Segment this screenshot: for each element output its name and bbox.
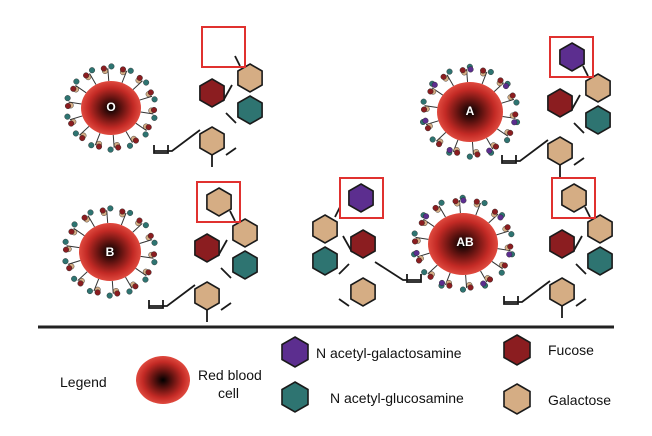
type-ab-left-galactosamine-hex: [348, 183, 374, 213]
cell-label-o: O: [106, 100, 115, 114]
type-a-membrane-fork: [501, 155, 517, 164]
type-b-galactose-hex: [206, 187, 232, 217]
type-o-stem-line: [154, 129, 201, 152]
type-ab-left-link-2: [338, 263, 350, 275]
type-ab-right-link-2: [575, 263, 587, 275]
red-blood-cell-o: [64, 63, 158, 153]
type-ab-left-terminal-highlight-box: [339, 177, 384, 219]
type-ab-right-antigen-chain: [503, 177, 613, 318]
type-a-link-2: [573, 122, 585, 134]
type-b-galactose-hex-2: [194, 281, 220, 311]
type-ab-right-fucose-hex: [549, 229, 575, 259]
type-o-link-5: [234, 55, 241, 67]
type-ab-left-galactose-hex-2: [350, 277, 376, 307]
type-a-glucosamine-hex: [585, 105, 611, 135]
type-b-link-3: [220, 302, 232, 311]
type-ab-right-link-5: [584, 206, 591, 218]
legend-galactosamine-icon: [281, 336, 309, 368]
type-o-antigen-chain: [153, 26, 263, 167]
type-a-link-3: [573, 157, 585, 166]
type-ab-right-galactose-hex: [561, 183, 587, 213]
type-o-glucosamine-hex: [237, 95, 263, 125]
type-ab-left-antigen-chain: [312, 177, 422, 307]
type-b-antigen-chain: [148, 181, 258, 322]
legend-red-blood-cell-icon: [136, 356, 190, 404]
type-ab-right-glucosamine-hex: [587, 246, 613, 276]
legend-galactosamine-label: N acetyl-galactosamine: [316, 345, 462, 361]
type-a-galactose-hex-2: [547, 136, 573, 166]
type-ab-left-membrane-fork: [406, 274, 422, 283]
type-b-link-5: [229, 210, 236, 222]
legend-fucose-icon: [503, 334, 531, 366]
type-b-terminal-highlight-box: [196, 181, 241, 223]
type-ab-left-stem-line: [374, 261, 421, 281]
type-a-stem-line: [502, 139, 549, 162]
type-o-link-3: [225, 147, 237, 156]
type-a-fucose-hex: [547, 88, 573, 118]
red-blood-cell-a: [420, 63, 521, 160]
type-ab-right-stem-line: [504, 280, 551, 303]
type-ab-left-link-3: [338, 298, 350, 307]
legend-glucosamine-icon: [281, 381, 309, 413]
type-ab-left-fucose-hex: [350, 229, 376, 259]
type-a-galactosamine-hex: [559, 42, 585, 72]
type-o-galactose-hex: [237, 63, 263, 93]
type-a-galactose-hex: [585, 73, 611, 103]
type-o-fucose-hex: [199, 78, 225, 108]
red-blood-cell-ab: [411, 194, 516, 293]
type-a-antigen-chain: [501, 36, 611, 177]
type-b-membrane-fork: [148, 300, 164, 309]
type-b-stem-line: [149, 284, 196, 307]
type-ab-right-membrane-fork: [503, 296, 519, 305]
legend-title: Legend: [60, 374, 107, 390]
type-b-fucose-hex: [194, 233, 220, 263]
legend-galactose-icon: [503, 383, 531, 415]
type-o-terminal-highlight-box: [201, 26, 246, 68]
type-ab-right-galactose-hex: [587, 214, 613, 244]
type-o-galactose-hex-2: [199, 126, 225, 156]
type-ab-right-link-3: [575, 298, 587, 307]
legend-rbc-label-line2: cell: [218, 385, 239, 401]
type-a-link-5: [582, 65, 589, 77]
legend-fucose-label: Fucose: [548, 342, 594, 358]
type-o-link-2: [225, 112, 237, 124]
type-o-membrane-fork: [153, 145, 169, 154]
type-ab-left-glucosamine-hex: [312, 246, 338, 276]
legend-galactose-label: Galactose: [548, 392, 611, 408]
type-ab-right-galactose-hex-2: [549, 277, 575, 307]
type-a-terminal-highlight-box: [549, 36, 594, 78]
legend-rbc-label-line1: Red blood: [198, 367, 262, 383]
type-ab-left-galactose-hex: [312, 214, 338, 244]
type-b-glucosamine-hex: [232, 250, 258, 280]
cell-label-b: B: [106, 245, 115, 259]
cell-label-ab: AB: [456, 235, 474, 249]
type-ab-right-terminal-highlight-box: [551, 177, 596, 219]
legend-glucosamine-label: N acetyl-glucosamine: [330, 390, 464, 406]
type-b-galactose-hex: [232, 218, 258, 248]
red-blood-cell-b: [62, 205, 158, 299]
cell-label-a: A: [466, 104, 475, 118]
type-b-link-2: [220, 267, 232, 279]
